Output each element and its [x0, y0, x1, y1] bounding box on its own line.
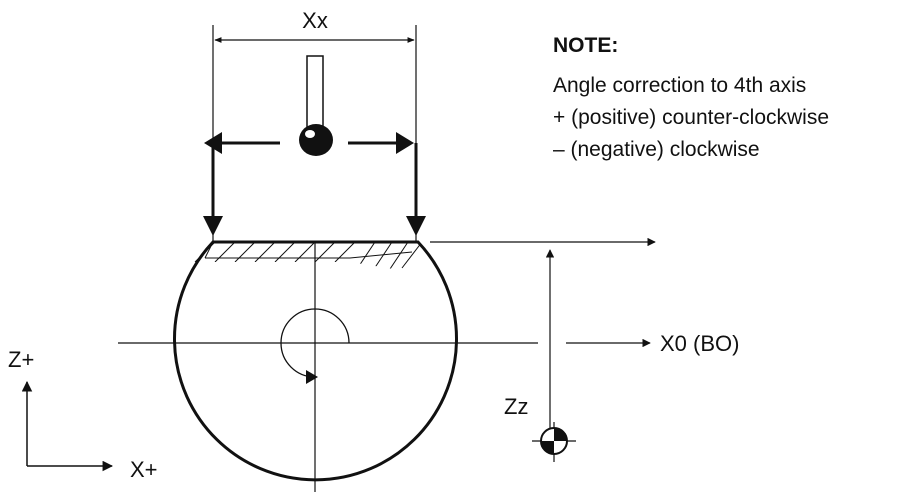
xx-label: Xx	[302, 8, 328, 33]
probe-ball	[299, 124, 333, 156]
probe-ball-highlight	[305, 130, 315, 138]
x0-reference: X0 (BO)	[566, 331, 739, 356]
x0-label: X0 (BO)	[660, 331, 739, 356]
touch-arrowhead-left	[203, 216, 223, 236]
rotation-indicator	[280, 308, 350, 384]
note-line-1: Angle correction to 4th axis	[553, 74, 806, 97]
rotation-arc	[280, 308, 350, 378]
note-title: NOTE:	[553, 34, 618, 57]
note-line-3: – (negative) clockwise	[553, 138, 760, 161]
rotation-arrowhead	[306, 370, 318, 384]
part-profile	[173, 240, 458, 482]
probe-arrowhead-right	[396, 132, 414, 154]
hatch-boundary	[205, 251, 413, 259]
touch-arrowhead-right	[406, 216, 426, 236]
axis-indicator: Z+ X+	[8, 347, 158, 482]
origin-symbol	[532, 422, 576, 462]
hatched-band	[194, 241, 423, 270]
note-line-2: + (positive) counter-clockwise	[553, 106, 829, 129]
zz-label: Zz	[504, 394, 528, 419]
x-plus-label: X+	[130, 457, 158, 482]
probe-stylus	[306, 55, 324, 129]
probe	[299, 55, 333, 156]
touch-arrows	[203, 143, 426, 236]
note-block: NOTE: Angle correction to 4th axis + (po…	[553, 34, 829, 161]
probing-arrows	[204, 132, 414, 154]
zz-dimension: Zz	[504, 249, 555, 452]
z-plus-label: Z+	[8, 347, 34, 372]
